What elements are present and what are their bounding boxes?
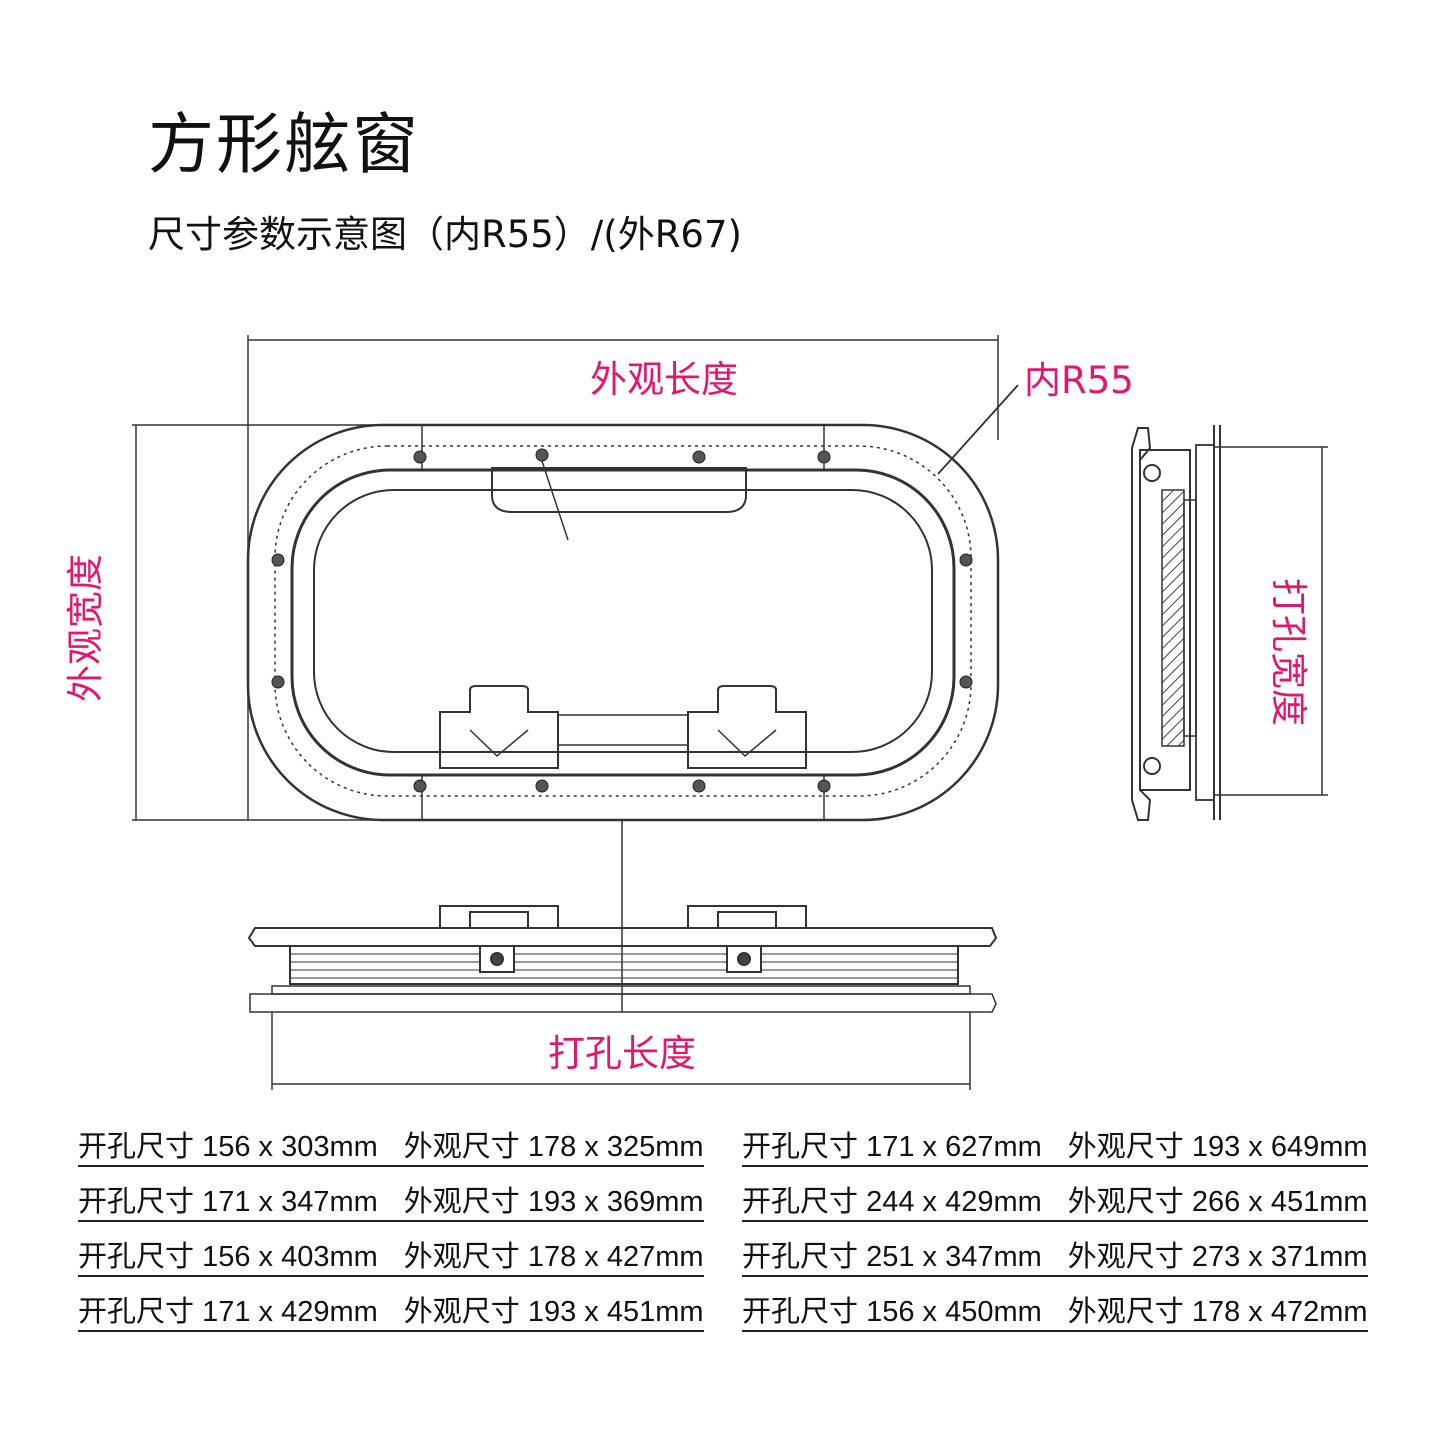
inner-radius-leader xyxy=(937,384,1019,475)
cut-width-label: 打孔宽度 xyxy=(1267,578,1310,726)
bolt xyxy=(692,779,706,793)
bolts xyxy=(271,448,973,793)
bottom-view xyxy=(247,905,998,1090)
bolt xyxy=(959,553,973,567)
bolt xyxy=(692,450,706,464)
glass-frame xyxy=(290,468,956,777)
cut-length-label: 打孔长度 xyxy=(548,1032,696,1075)
bolt xyxy=(535,448,549,462)
bolt xyxy=(817,779,831,793)
inner-radius-label: 内R55 xyxy=(1024,359,1134,402)
bolt-circle xyxy=(274,445,972,797)
page-subtitle: 尺寸参数示意图（内R55）/(外R67) xyxy=(148,213,742,256)
latch-left xyxy=(439,685,559,769)
frame-outer xyxy=(246,423,1000,822)
outer-length-label: 外观长度 xyxy=(590,358,738,401)
bolt xyxy=(817,450,831,464)
latch-right xyxy=(687,685,807,769)
bolt xyxy=(413,779,427,793)
bolt xyxy=(535,779,549,793)
bolt xyxy=(959,675,973,689)
side-view xyxy=(1131,425,1328,821)
bolt xyxy=(271,675,285,689)
top-handle xyxy=(491,467,747,513)
bolt xyxy=(271,553,285,567)
bolt xyxy=(413,450,427,464)
glass-pane xyxy=(313,489,933,753)
page-title: 方形舷窗 xyxy=(148,106,420,183)
outer-width-label: 外观宽度 xyxy=(64,554,107,702)
porthole-diagram: 外观长度 内R55 外观宽度 打孔宽度 打孔长度 xyxy=(64,335,1328,1090)
front-view xyxy=(132,335,1000,822)
